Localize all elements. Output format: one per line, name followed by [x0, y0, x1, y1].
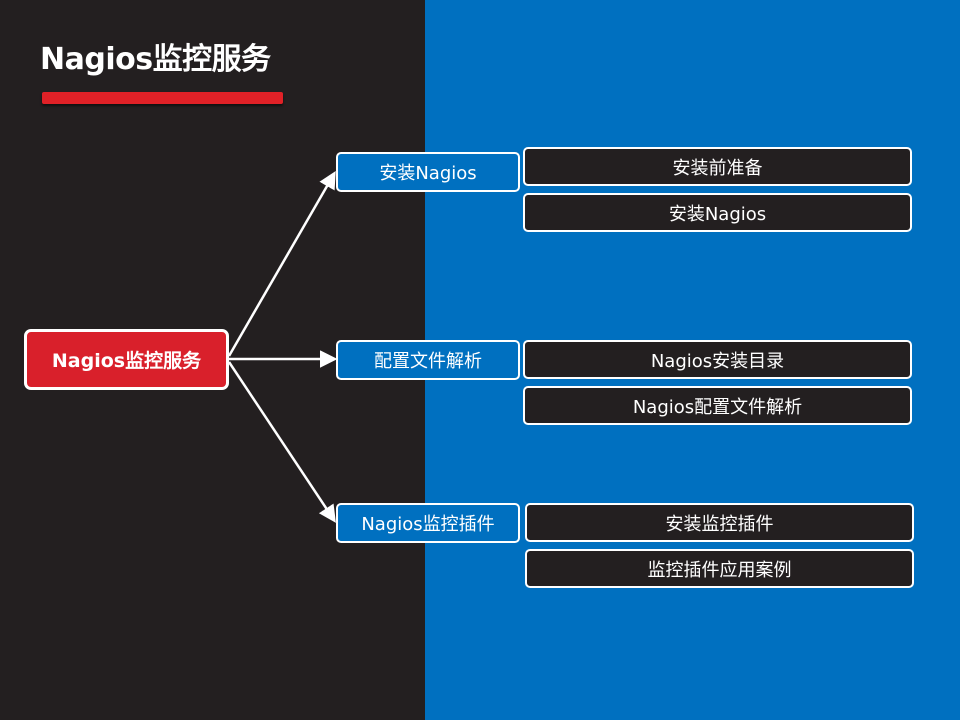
- leaf-node-nagios-install-directory: Nagios安装目录: [523, 340, 912, 379]
- leaf-node-install-plugins: 安装监控插件: [525, 503, 914, 542]
- connector-arrow-1: [227, 170, 336, 357]
- slide-title: Nagios监控服务: [40, 42, 271, 77]
- branch-node-config-parsing: 配置文件解析: [336, 340, 520, 380]
- branch-node-install-nagios: 安装Nagios: [336, 152, 520, 192]
- leaf-node-pre-install-prep: 安装前准备: [523, 147, 912, 186]
- leaf-node-plugin-use-cases: 监控插件应用案例: [525, 549, 914, 588]
- branch-node-monitoring-plugins: Nagios监控插件: [336, 503, 520, 543]
- root-node: Nagios监控服务: [24, 329, 229, 390]
- title-underline-bar: [42, 92, 283, 104]
- leaf-node-nagios-config-parsing: Nagios配置文件解析: [523, 386, 912, 425]
- connector-arrow-3: [227, 361, 336, 523]
- leaf-node-install-nagios: 安装Nagios: [523, 193, 912, 232]
